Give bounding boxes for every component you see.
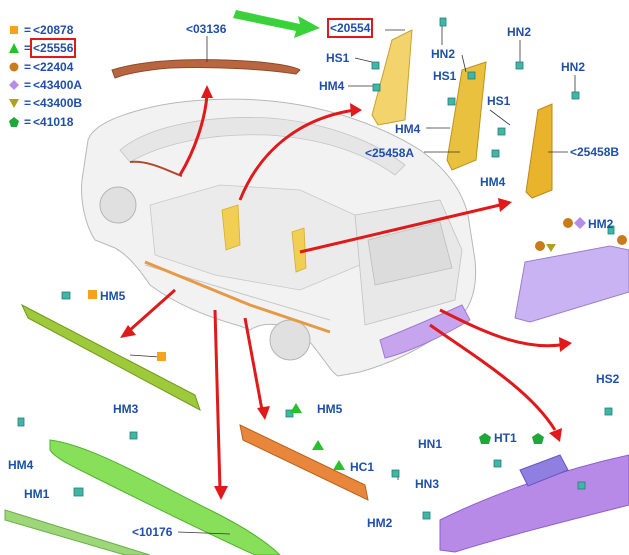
label-20554: <20554 — [326, 18, 374, 38]
label-hs1-b: HS1 — [433, 69, 457, 83]
label-hn1: HN1 — [418, 437, 443, 451]
orange-square-icon — [10, 26, 18, 34]
fastener-clips — [17, 17, 615, 520]
legend-equals: = — [24, 23, 32, 37]
legend-row: = <43400A — [8, 77, 82, 93]
green-pentagon-marker-2 — [532, 433, 544, 444]
legend-equals: = — [24, 41, 32, 55]
label-hs1-a: HS1 — [326, 51, 350, 65]
olive-triangle-marker — [546, 244, 556, 252]
label-hs1-c: HS1 — [487, 94, 511, 108]
brown-circle-icon — [9, 62, 19, 72]
legend-row: = <25556 — [8, 38, 77, 58]
green-pentagon-icon — [9, 117, 19, 127]
brown-circle-marker-3 — [617, 235, 627, 245]
rear-bumper-purple — [439, 454, 629, 553]
label-hn2-a: HN2 — [431, 47, 456, 61]
green-pentagon-marker — [479, 433, 491, 444]
label-ht1: HT1 — [494, 431, 517, 445]
highlight-arrow-green — [233, 10, 320, 38]
label-hm5-m: HM5 — [317, 402, 343, 416]
purple-diamond-icon — [9, 80, 19, 90]
label-25458a: <25458A — [365, 146, 415, 160]
label-03136: <03136 — [186, 22, 227, 36]
label-hm4-b: HM4 — [395, 122, 421, 136]
green-triangle-icon — [9, 43, 19, 53]
label-hc1: HC1 — [350, 460, 375, 474]
orange-square-marker — [157, 352, 166, 361]
roof-strip-part — [111, 59, 301, 79]
orange-square-marker-2 — [88, 290, 97, 299]
brown-circle-marker — [563, 218, 573, 228]
legend-part-number: <20878 — [33, 23, 74, 37]
label-hm2-r: HM2 — [588, 217, 614, 231]
label-10176: <10176 — [132, 525, 173, 539]
legend-row: = <20878 — [8, 22, 73, 38]
sill-trim-orange — [239, 424, 369, 501]
label-hm4-c: HM4 — [480, 175, 506, 189]
pillar-trim-25458b — [525, 103, 553, 199]
label-hn2-b: HN2 — [507, 25, 532, 39]
bumper-bracket-purple — [519, 454, 569, 487]
sill-trim-bottom — [49, 439, 281, 555]
legend-equals: = — [24, 60, 32, 74]
label-hn3: HN3 — [415, 477, 440, 491]
brown-circle-marker-2 — [535, 241, 545, 251]
label-hm1: HM1 — [24, 487, 50, 501]
legend-row: = <41018 — [8, 114, 73, 130]
green-triangle-marker — [312, 440, 324, 450]
label-hm4-bl: HM4 — [8, 458, 34, 472]
red-arrowheads — [120, 85, 572, 500]
label-hm4-a: HM4 — [319, 79, 345, 93]
label-hm5-l: HM5 — [100, 289, 126, 303]
pillar-trim-20554 — [371, 29, 413, 126]
legend-part-number: <41018 — [33, 115, 74, 129]
rear-bar-purple — [514, 245, 629, 323]
green-triangle-marker-2 — [290, 403, 302, 413]
olive-triangle-icon — [9, 99, 19, 108]
red-arrows — [129, 94, 561, 491]
label-25458b: <25458B — [570, 145, 620, 159]
purple-diamond-marker — [574, 217, 586, 229]
car-body — [81, 98, 477, 377]
legend-row: = <43400B — [8, 95, 82, 111]
legend-equals: = — [24, 78, 32, 92]
legend-part-number: <43400A — [33, 78, 83, 92]
legend-equals: = — [24, 96, 32, 110]
legend-part-number: <25556 — [29, 38, 77, 58]
label-hm3: HM3 — [113, 402, 139, 416]
legend-equals: = — [24, 115, 32, 129]
pillar-trim-25458a — [446, 61, 487, 171]
sill-trim-left — [20, 303, 201, 412]
legend-part-number: <43400B — [33, 96, 83, 110]
label-hm2-b: HM2 — [367, 516, 393, 530]
legend-part-number: <22404 — [33, 60, 74, 74]
label-hs2: HS2 — [596, 372, 620, 386]
legend-row: = <22404 — [8, 59, 73, 75]
label-hn2-c: HN2 — [561, 60, 586, 74]
green-triangle-marker-3 — [333, 460, 345, 470]
